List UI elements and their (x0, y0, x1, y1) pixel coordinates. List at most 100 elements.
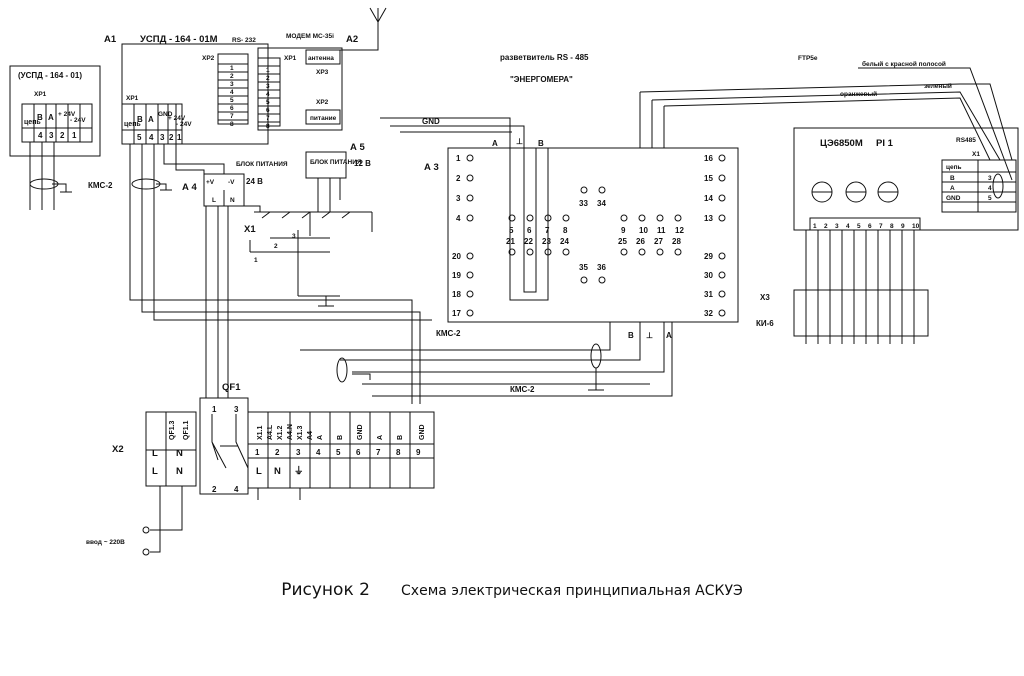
splitter-bottom-a: А (666, 331, 672, 340)
antenna-symbol (340, 7, 387, 51)
uspd01-sig-3: + 24V (58, 111, 76, 118)
x2-left-terminals (145, 411, 197, 487)
splitter-pin-36: 36 (597, 263, 606, 272)
splitter-pin-10: 10 (639, 226, 648, 235)
splitter-pin-34: 34 (597, 199, 606, 208)
x2-col-0: QF1.3 (169, 420, 176, 440)
ki-6-terminal (793, 289, 929, 337)
x2-col-12: B (397, 435, 404, 440)
splitter-pin-15: 15 (704, 174, 713, 183)
splitter-pin-35: 35 (579, 263, 588, 272)
ground-symbol-top: ⊥ (516, 137, 523, 146)
x1-pin-3: 3 (292, 233, 296, 240)
splitter-brand: "ЭНЕРГОМЕРА" (510, 75, 573, 84)
modem-antenna: антенна (308, 55, 334, 62)
x2-col-1: QF1.1 (183, 420, 190, 440)
meter-row-2-pin: 4 (988, 185, 992, 192)
x2-num-3: 3 (296, 448, 301, 457)
meter-pin-4: 4 (846, 223, 850, 230)
splitter-pin-circle-4 (466, 214, 474, 222)
figure-caption: Рисунок 2 Схема электрическая принципиал… (0, 580, 1024, 600)
splitter-pin-circle-31 (718, 290, 726, 298)
x2-col-11: A (377, 435, 384, 440)
ftp-white: белый с красной полосой (862, 60, 946, 68)
a1-pin-4: 4 (149, 133, 154, 142)
splitter-pin-24: 24 (560, 237, 569, 246)
splitter-bottom-b: В (628, 331, 634, 340)
x2-num-8: 8 (396, 448, 401, 457)
x3-type: КИ-6 (756, 319, 774, 328)
splitter-pin-circle-32 (718, 309, 726, 317)
x2-left-n2: N (176, 466, 183, 477)
a4-tag: А 4 (182, 182, 198, 193)
x2-left-l2: L (152, 466, 158, 477)
modem-power: питание (310, 115, 337, 122)
x2-num-1: 1 (255, 448, 260, 457)
a1-xp2-pin-7: 7 (230, 113, 234, 120)
qf1-pin-4: 4 (234, 485, 239, 494)
splitter-pin-circle-29 (718, 252, 726, 260)
splitter-pin-circle-7 (544, 214, 552, 222)
a3-tag: А 3 (424, 162, 439, 173)
x2-col-8: A (317, 435, 324, 440)
splitter-pin-circle-5 (508, 214, 516, 222)
splitter-pin-circle-24 (562, 248, 570, 256)
x2-num-7: 7 (376, 448, 381, 457)
meter-x1: X1 (972, 151, 980, 158)
splitter-pin-circle-8 (562, 214, 570, 222)
power-supply-12v (305, 151, 347, 179)
splitter-pin-circle-25 (620, 248, 628, 256)
splitter-pin-6: 6 (527, 226, 532, 235)
splitter-pin-13: 13 (704, 214, 713, 223)
meter-pin-1: 1 (813, 223, 817, 230)
splitter-pin-circle-36 (598, 276, 606, 284)
a4-voltage: 24 В (246, 177, 263, 186)
splitter-pin-18: 18 (452, 290, 461, 299)
uspd01-pin-4: 4 (38, 131, 43, 140)
splitter-pin-14: 14 (704, 194, 713, 203)
a1-xp2-label: XP2 (202, 55, 215, 62)
x2-col-7: A4 (307, 431, 314, 440)
x2-num-4: 4 (316, 448, 321, 457)
modem-pin-4: 4 (266, 91, 270, 98)
x2-col-6: X1.3 (297, 425, 304, 440)
x2-num-6: 6 (356, 448, 361, 457)
splitter-pin-28: 28 (672, 237, 681, 246)
x2-col-2: X1.1 (257, 425, 264, 440)
x2-num-9: 9 (416, 448, 421, 457)
rs232-label: RS- 232 (232, 37, 256, 44)
splitter-pin-29: 29 (704, 252, 713, 261)
rs485-splitter-block (447, 147, 739, 323)
qf1-tag: QF1 (222, 382, 241, 393)
splitter-pin-circle-23 (544, 248, 552, 256)
splitter-pin-circle-1 (466, 154, 474, 162)
uspd01-sig-0: цепь (24, 119, 41, 126)
splitter-pin-circle-22 (526, 248, 534, 256)
splitter-b-label: В (538, 139, 544, 148)
x1-pin-1: 1 (254, 257, 258, 264)
splitter-pin-9: 9 (621, 226, 626, 235)
qf1-pin-3: 3 (234, 405, 239, 414)
meter-row-3-sig: GND (946, 195, 961, 202)
splitter-pin-circle-17 (466, 309, 474, 317)
a4-n: N (230, 197, 235, 204)
a4-minus: -V (228, 179, 235, 186)
x2-num-2: 2 (275, 448, 280, 457)
splitter-pin-circle-19 (466, 271, 474, 279)
x1-tag: X1 (244, 224, 256, 235)
a1-xp2-pin-2: 2 (230, 73, 234, 80)
caption-label: Рисунок 2 (281, 580, 370, 600)
a1-xp2-pin-6: 6 (230, 105, 234, 112)
splitter-pin-circle-9 (620, 214, 628, 222)
modem-pin-6: 6 (266, 107, 270, 114)
splitter-pin-5: 5 (509, 226, 514, 235)
a1-sig-0: цепь (124, 121, 141, 128)
splitter-pin-circle-13 (718, 214, 726, 222)
splitter-pin-circle-3 (466, 194, 474, 202)
modem-pin-2: 2 (266, 75, 270, 82)
splitter-pin-17: 17 (452, 309, 461, 318)
x2-col-4: X1.2 (277, 425, 284, 440)
splitter-pin-circle-14 (718, 194, 726, 202)
x2-col-13: GND (419, 424, 426, 440)
a4-title: БЛОК ПИТАНИЯ (236, 161, 288, 168)
